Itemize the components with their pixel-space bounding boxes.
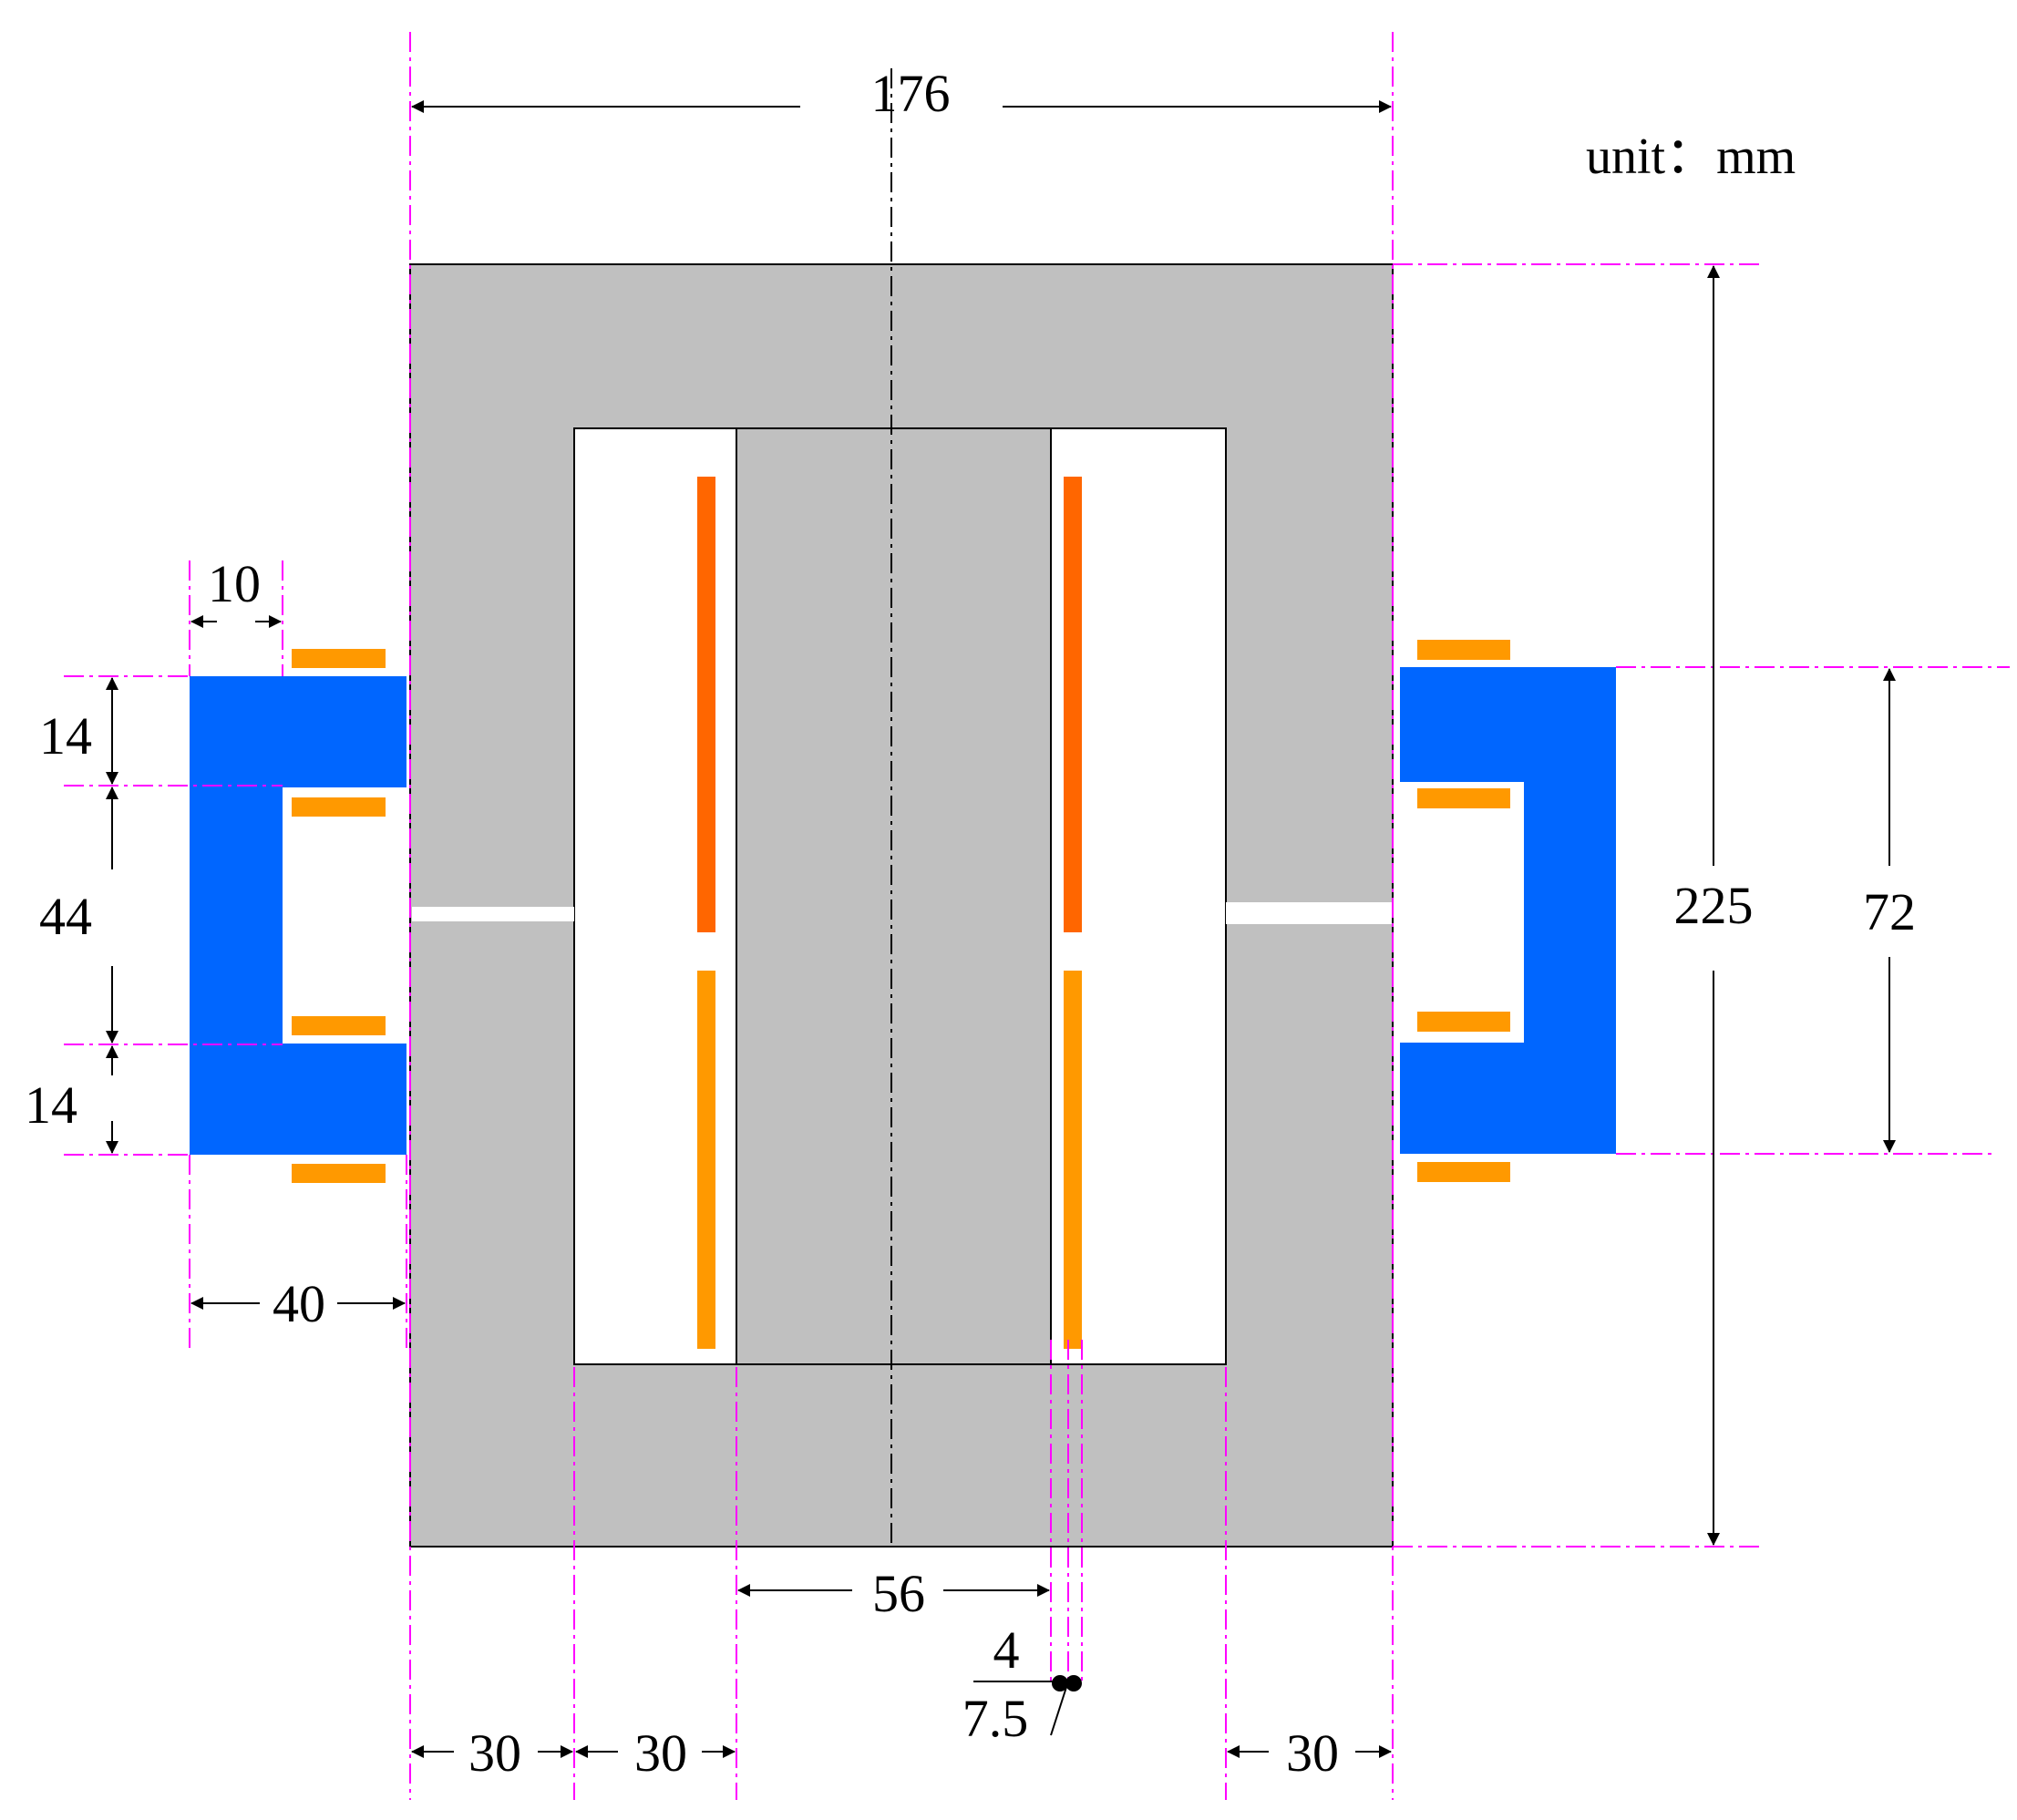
main-windings (697, 477, 1082, 1349)
dim-winding-offset: 4 (993, 1620, 1020, 1680)
right-winding-4 (1417, 1162, 1510, 1182)
right-winding-1 (1417, 640, 1510, 660)
air-gap-right (1226, 902, 1392, 924)
dim-winding-offset-total: 7.5 (962, 1689, 1029, 1748)
main-core (409, 263, 1394, 1548)
dimension-arrows (106, 100, 1896, 1758)
right-c-core (1400, 667, 1616, 1154)
air-gap-left (412, 907, 574, 921)
left-winding-2 (292, 797, 386, 817)
dim-left-leg-width: 10 (208, 554, 261, 613)
dim-window-left: 30 (634, 1723, 687, 1783)
dim-overall-width: 176 (871, 64, 951, 123)
right-winding-2 (1417, 788, 1510, 808)
right-side-core (1400, 640, 1616, 1182)
dimension-labels: unit：mm 176 225 72 14 44 14 10 40 56 4 7… (25, 64, 1916, 1783)
winding-right-upper (1064, 477, 1082, 932)
winding-left-upper (697, 477, 715, 932)
left-winding-4 (292, 1164, 386, 1183)
right-winding-3 (1417, 1012, 1510, 1032)
dim-outer-leg-right: 30 (1286, 1723, 1339, 1783)
left-side-core (190, 649, 406, 1183)
dim-outer-leg-left: 30 (468, 1723, 521, 1783)
dim-side-core-height: 72 (1863, 882, 1916, 941)
left-winding-1 (292, 649, 386, 668)
winding-left-lower (697, 971, 715, 1349)
left-c-core (190, 676, 406, 1155)
leader-dots (1052, 1675, 1082, 1691)
dim-left-gap: 44 (39, 887, 92, 946)
guide-lines (64, 32, 2010, 1800)
dim-center-leg: 56 (872, 1564, 925, 1623)
winding-right-lower (1064, 971, 1082, 1349)
center-leg (736, 427, 1052, 1365)
dim-left-core-width: 40 (273, 1274, 325, 1333)
dim-overall-height: 225 (1674, 876, 1754, 935)
left-winding-3 (292, 1016, 386, 1035)
dim-left-flange-top: 14 (39, 706, 92, 766)
unit-label: unit：mm (1586, 129, 1796, 185)
dim-left-flange-bottom: 14 (25, 1075, 77, 1135)
